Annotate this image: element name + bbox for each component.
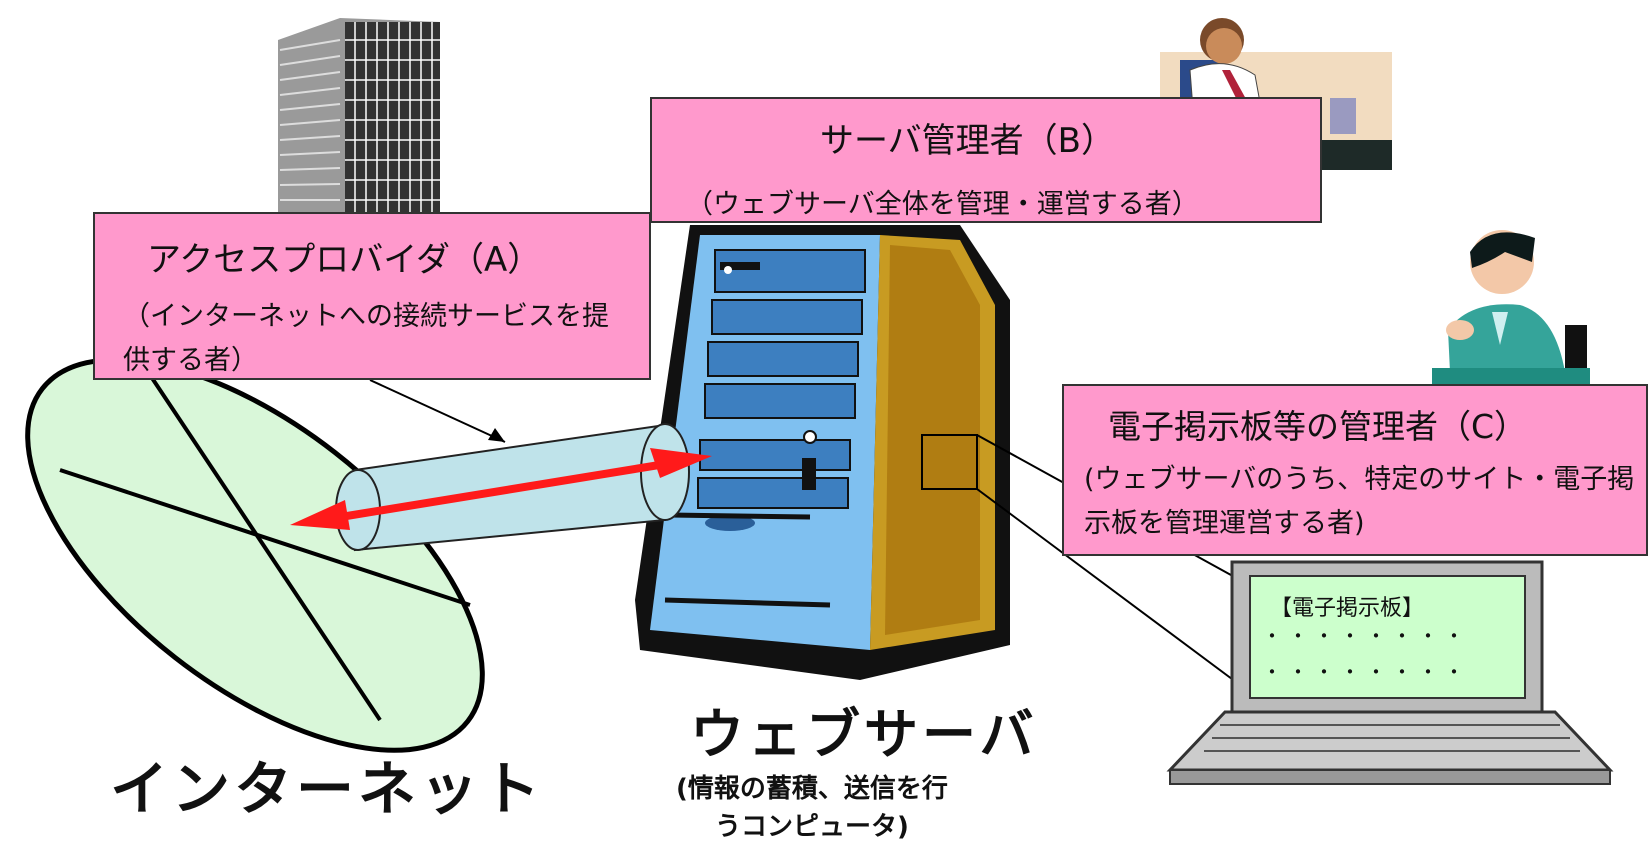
provider-connector (369, 379, 506, 443)
web-server-desc: (情報の蓄積、送信を行うコンピュータ) (676, 774, 948, 842)
internet-globe-icon (25, 357, 485, 753)
provider-title: アクセスプロバイダ（A） (147, 240, 542, 280)
web-server-label: ウェブサーバ (690, 703, 1038, 766)
laptop-screen-title: 【電子掲示板】 (1270, 596, 1425, 621)
person-thinking-icon (1432, 230, 1590, 390)
connection-pipe (290, 423, 712, 552)
server-admin-title: サーバ管理者（B） (820, 121, 1115, 161)
server-admin-desc: （ウェブサーバ全体を管理・運営する者） (686, 189, 1199, 220)
bbs-admin-desc: (ウェブサーバのうち、特定のサイト・電子掲示板を管理運営する者) (1084, 464, 1635, 539)
bidirectional-arrow (309, 456, 691, 526)
laptop-screen-dots: ・・・・・・・・ ・・・・・・・・ (1262, 624, 1470, 684)
server-admin-box: サーバ管理者（B） （ウェブサーバ全体を管理・運営する者） (650, 97, 1322, 223)
office-building-icon (278, 18, 440, 212)
provider-box: アクセスプロバイダ（A） （インターネットへの接続サービスを提供する者） (93, 212, 651, 380)
bbs-admin-box: 電子掲示板等の管理者（C） (ウェブサーバのうち、特定のサイト・電子掲示板を管理… (1062, 384, 1648, 556)
laptop-icon (1166, 560, 1614, 785)
server-tower-icon (635, 225, 1010, 680)
provider-desc: （インターネットへの接続サービスを提供する者） (123, 301, 609, 376)
bbs-admin-title: 電子掲示板等の管理者（C） (1108, 407, 1528, 446)
internet-label: インターネット (110, 755, 545, 823)
